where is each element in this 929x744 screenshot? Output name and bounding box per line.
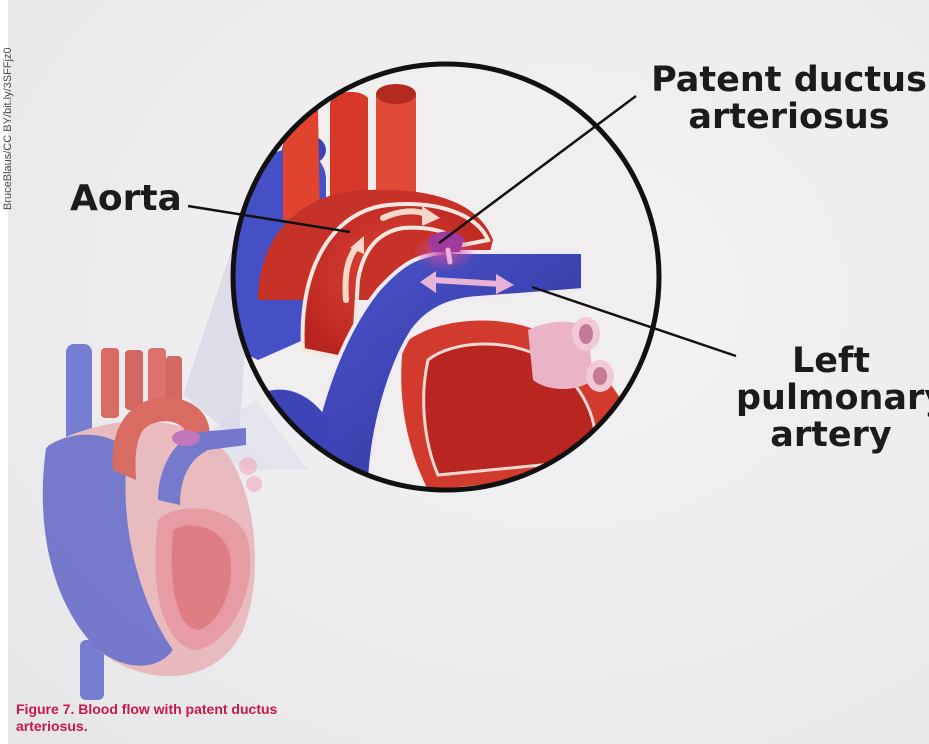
label-lpa-line1: Left bbox=[736, 343, 926, 380]
magnified-view bbox=[218, 60, 668, 500]
label-pda-line1: Patent ductus bbox=[644, 62, 929, 99]
label-aorta: Aorta bbox=[70, 180, 182, 218]
figure: Aorta Patent ductus arteriosus Left pulm… bbox=[8, 0, 929, 744]
label-left-pulmonary-artery: Left pulmonary artery bbox=[736, 343, 926, 453]
image-credit: BruceBlaus/CC BY/bit.ly/3SFFjz0 bbox=[2, 10, 20, 210]
label-lpa-line2: pulmonary bbox=[736, 380, 926, 417]
figure-caption: Figure 7. Blood flow with patent ductus … bbox=[16, 701, 336, 735]
label-patent-ductus-arteriosus: Patent ductus arteriosus bbox=[644, 62, 929, 136]
label-pda-line2: arteriosus bbox=[644, 99, 929, 136]
label-lpa-line3: artery bbox=[736, 417, 926, 454]
